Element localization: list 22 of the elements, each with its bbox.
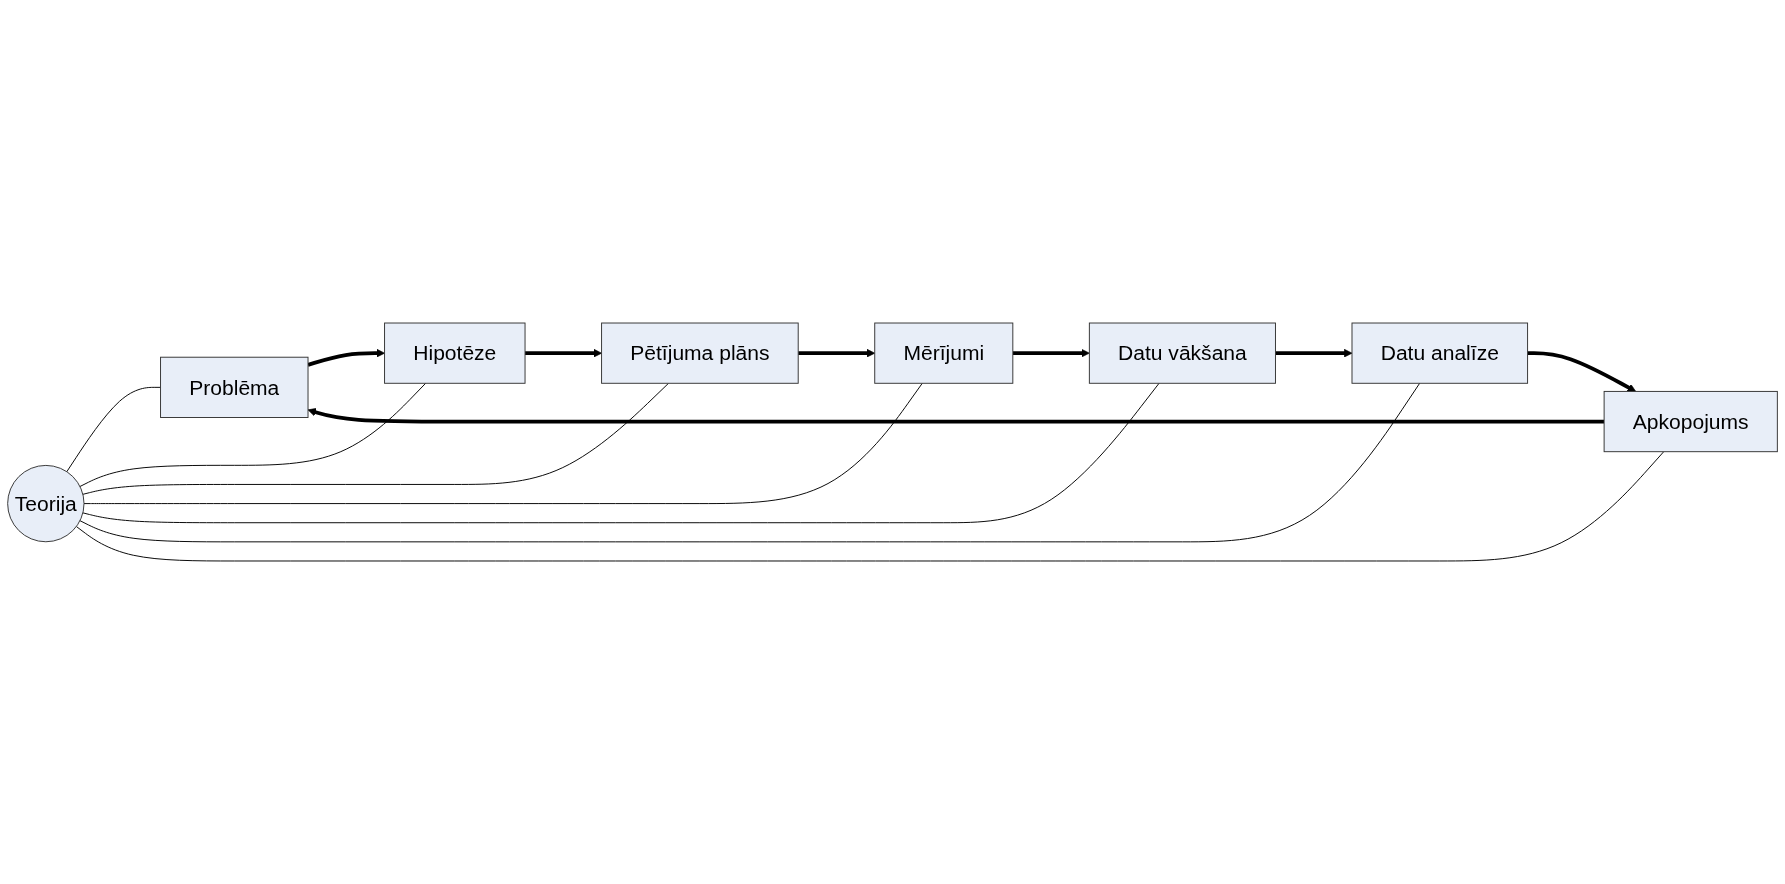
connector xyxy=(75,451,1665,562)
node-box: Datu vākšana xyxy=(1088,322,1276,384)
arrow xyxy=(525,348,602,358)
connector xyxy=(83,382,923,505)
connector xyxy=(82,382,1160,524)
node-box: Datu analīze xyxy=(1351,322,1529,384)
arrow xyxy=(307,348,385,367)
connector xyxy=(66,386,161,473)
arrow xyxy=(1275,348,1353,358)
node-box: Apkopojums xyxy=(1603,390,1778,453)
arrow xyxy=(1012,348,1090,358)
node-box: Hipotēze xyxy=(384,322,526,384)
node-box: Problēma xyxy=(160,356,309,418)
arrow xyxy=(798,348,876,358)
node-circle: Teorija xyxy=(7,464,85,543)
node-box: Pētījuma plāns xyxy=(601,322,799,384)
arrow xyxy=(1527,351,1637,392)
connector xyxy=(82,382,669,495)
node-box: Mērījumi xyxy=(874,322,1014,384)
arrow xyxy=(307,408,1605,424)
connector xyxy=(79,382,1421,543)
connector xyxy=(79,382,427,487)
